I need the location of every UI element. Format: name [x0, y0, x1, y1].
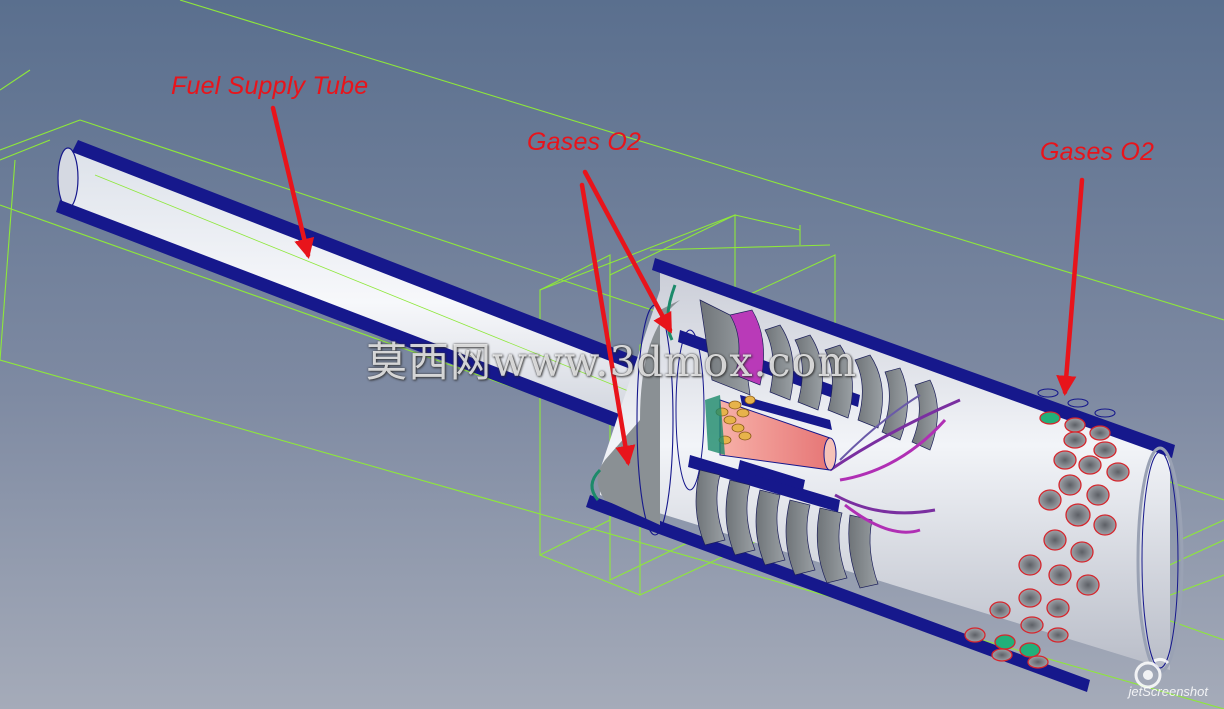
annotation-arrows [270, 105, 1085, 466]
gas-arrow-lower [579, 182, 636, 466]
swirl-vanes-lower [695, 469, 879, 589]
fuel-injector-nozzle [705, 395, 837, 490]
site-watermark: 莫西网www.3dmox.com [366, 338, 858, 386]
camera-eye-icon [1134, 657, 1170, 689]
dilution-holes [964, 411, 1130, 669]
swirl-vanes-upper [699, 299, 938, 451]
fuel-supply-tube-label: Fuel Supply Tube [171, 72, 369, 100]
gases-o2-label-right: Gases O2 [1040, 138, 1155, 166]
fuel-tube-arrow [270, 105, 315, 259]
screenshot-badge: jetScreenshot [1106, 655, 1218, 705]
gases-o2-label-left: Gases O2 [527, 128, 642, 156]
gas-arrow-upper [582, 169, 673, 334]
swirler-blades [829, 394, 961, 534]
fuel-supply-tube [56, 140, 710, 458]
badge-text: jetScreenshot [1128, 684, 1209, 699]
gas-arrow-right [1056, 177, 1085, 397]
